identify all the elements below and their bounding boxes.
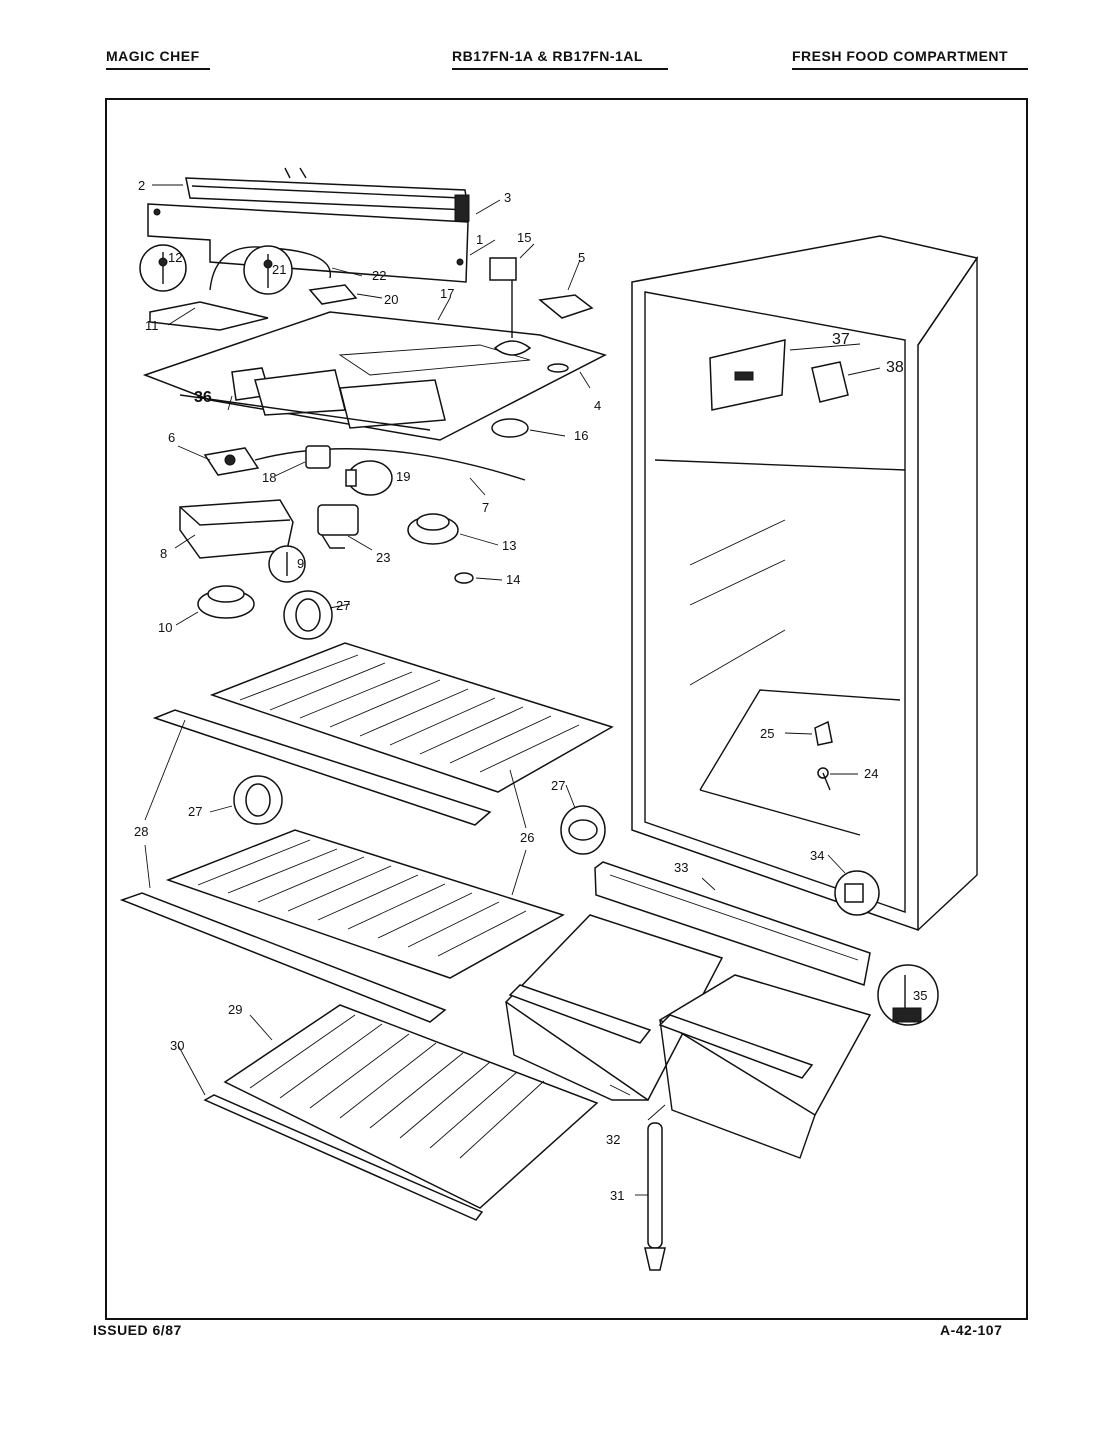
callout-4: 4 xyxy=(594,398,601,413)
callout-16: 16 xyxy=(574,428,588,443)
callout-27-mid: 27 xyxy=(188,804,202,819)
callout-12: 12 xyxy=(168,250,182,265)
section-underline xyxy=(792,68,1028,70)
clip-25 xyxy=(814,720,833,746)
callout-34: 34 xyxy=(810,848,824,863)
callout-15: 15 xyxy=(517,230,531,245)
callout-18: 18 xyxy=(262,470,276,485)
callout-6: 6 xyxy=(168,430,175,445)
callout-17: 17 xyxy=(440,286,454,301)
detail-circle-12 xyxy=(139,244,187,292)
refrigerator-cabinet xyxy=(631,235,979,932)
screw-24 xyxy=(817,767,831,791)
callout-7: 7 xyxy=(482,500,489,515)
brand-title: MAGIC CHEF xyxy=(106,48,200,64)
section-title: FRESH FOOD COMPARTMENT xyxy=(792,48,1009,64)
crisper-pan-right xyxy=(658,974,872,1159)
detail-circle-21 xyxy=(243,245,293,295)
callout-3: 3 xyxy=(504,190,511,205)
wire-harness-22 xyxy=(209,246,358,305)
callout-8: 8 xyxy=(160,546,167,561)
detail-circle-27-top xyxy=(283,590,333,640)
model-numbers: RB17FN-1A & RB17FN-1AL xyxy=(452,48,643,64)
knob-10 xyxy=(197,585,255,619)
callout-30: 30 xyxy=(170,1038,184,1053)
light-switch-11 xyxy=(149,301,269,331)
issued-date: ISSUED 6/87 xyxy=(93,1322,182,1338)
socket-18 xyxy=(305,445,331,469)
bracket-37 xyxy=(709,339,786,411)
callout-9: 9 xyxy=(297,556,304,571)
callout-5: 5 xyxy=(578,250,585,265)
callout-33: 33 xyxy=(674,860,688,875)
callout-19: 19 xyxy=(396,469,410,484)
brand-underline xyxy=(106,68,210,70)
light-shield-housing xyxy=(142,311,607,441)
detail-circle-9 xyxy=(268,545,306,583)
callout-37: 37 xyxy=(832,331,850,348)
crisper-pan-left xyxy=(504,914,724,1102)
callout-2: 2 xyxy=(138,178,145,193)
control-knob-shaft xyxy=(489,257,532,356)
knob-13 xyxy=(407,513,459,545)
callout-27-right: 27 xyxy=(551,778,565,793)
wire-shelf-lower xyxy=(165,829,565,979)
callout-21: 21 xyxy=(272,262,286,277)
callout-1: 1 xyxy=(476,232,483,247)
diagram-frame xyxy=(105,98,1028,1320)
crisper-cover-33 xyxy=(594,861,871,986)
document-code: A-42-107 xyxy=(940,1322,1003,1338)
glass-shelf-29 xyxy=(223,1004,599,1209)
detail-circle-27-mid xyxy=(233,775,283,825)
drain-tube-31 xyxy=(644,1122,666,1271)
model-underline xyxy=(452,68,668,70)
shelf-trim-30 xyxy=(203,1094,484,1221)
callout-24: 24 xyxy=(864,766,878,781)
wire-shelf-upper xyxy=(209,642,614,793)
light-shield-bracket xyxy=(147,203,469,283)
callout-14: 14 xyxy=(506,572,520,587)
detail-circle-27-right xyxy=(560,805,606,855)
shelf-trim-lower xyxy=(119,892,447,1023)
thermostat-6 xyxy=(203,447,526,481)
top-trim-strip xyxy=(185,167,470,222)
callout-22: 22 xyxy=(372,268,386,283)
callout-20: 20 xyxy=(384,292,398,307)
callout-32: 32 xyxy=(606,1132,620,1147)
callout-11: 11 xyxy=(145,318,159,333)
callout-13: 13 xyxy=(502,538,516,553)
relay-23 xyxy=(317,504,359,549)
shelf-trim-upper xyxy=(152,709,492,826)
callout-10: 10 xyxy=(158,620,172,635)
callout-29: 29 xyxy=(228,1002,242,1017)
cap-14 xyxy=(454,572,474,584)
knob-16 xyxy=(491,418,529,438)
callout-group: 1 2 3 4 5 6 7 8 9 10 11 12 13 14 15 16 1… xyxy=(134,178,927,1203)
callout-23: 23 xyxy=(376,550,390,565)
baffle-part-5 xyxy=(538,294,594,319)
hinge-38 xyxy=(811,361,849,403)
detail-circle-34 xyxy=(834,870,880,916)
callout-38: 38 xyxy=(886,359,904,376)
callout-28: 28 xyxy=(134,824,148,839)
callout-36: 36 xyxy=(194,389,212,406)
light-bulb-19 xyxy=(345,460,393,496)
callout-26: 26 xyxy=(520,830,534,845)
callout-27-top: 27 xyxy=(336,598,350,613)
detail-circle-35 xyxy=(877,964,939,1026)
callout-31: 31 xyxy=(610,1188,624,1203)
callout-25: 25 xyxy=(760,726,774,741)
callout-35: 35 xyxy=(913,988,927,1003)
